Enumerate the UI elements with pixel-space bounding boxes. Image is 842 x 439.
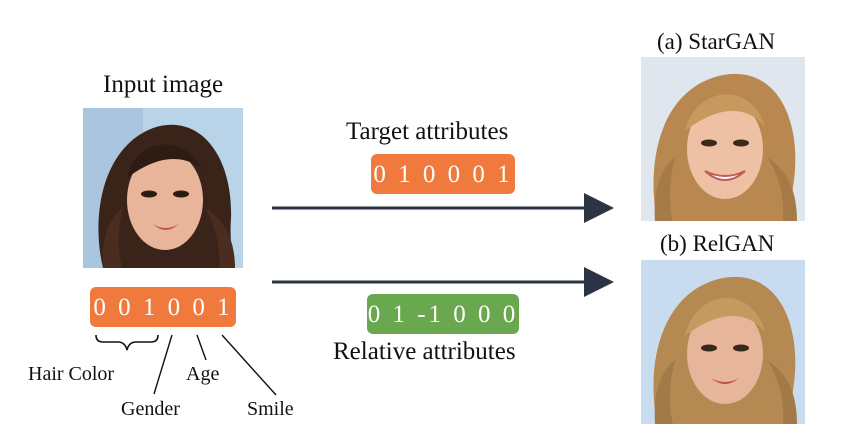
gender-pointer-line (153, 334, 173, 395)
age-pointer-line (196, 334, 207, 361)
relative-attributes-title: Relative attributes (333, 338, 516, 365)
stargan-title: (a) StarGAN (657, 29, 776, 54)
label-hair-color: Hair Color (28, 363, 115, 385)
input-image-title: Input image (103, 71, 224, 98)
target-attribute-code: 0 1 0 0 0 1 (371, 154, 515, 194)
curly-brace-icon (95, 334, 159, 351)
label-age: Age (186, 363, 220, 385)
relative-attribute-code: 0 1 -1 0 0 0 (367, 294, 519, 334)
stargan-output-image (641, 57, 805, 221)
input-attribute-code: 0 0 1 0 0 1 (90, 287, 236, 327)
input-face-image (83, 108, 243, 268)
relgan-title: (b) RelGAN (660, 231, 775, 256)
smile-pointer-line (221, 334, 277, 396)
target-attributes-title: Target attributes (346, 118, 509, 145)
relgan-output-image (641, 260, 805, 424)
label-gender: Gender (121, 398, 180, 420)
label-smile: Smile (247, 398, 294, 420)
